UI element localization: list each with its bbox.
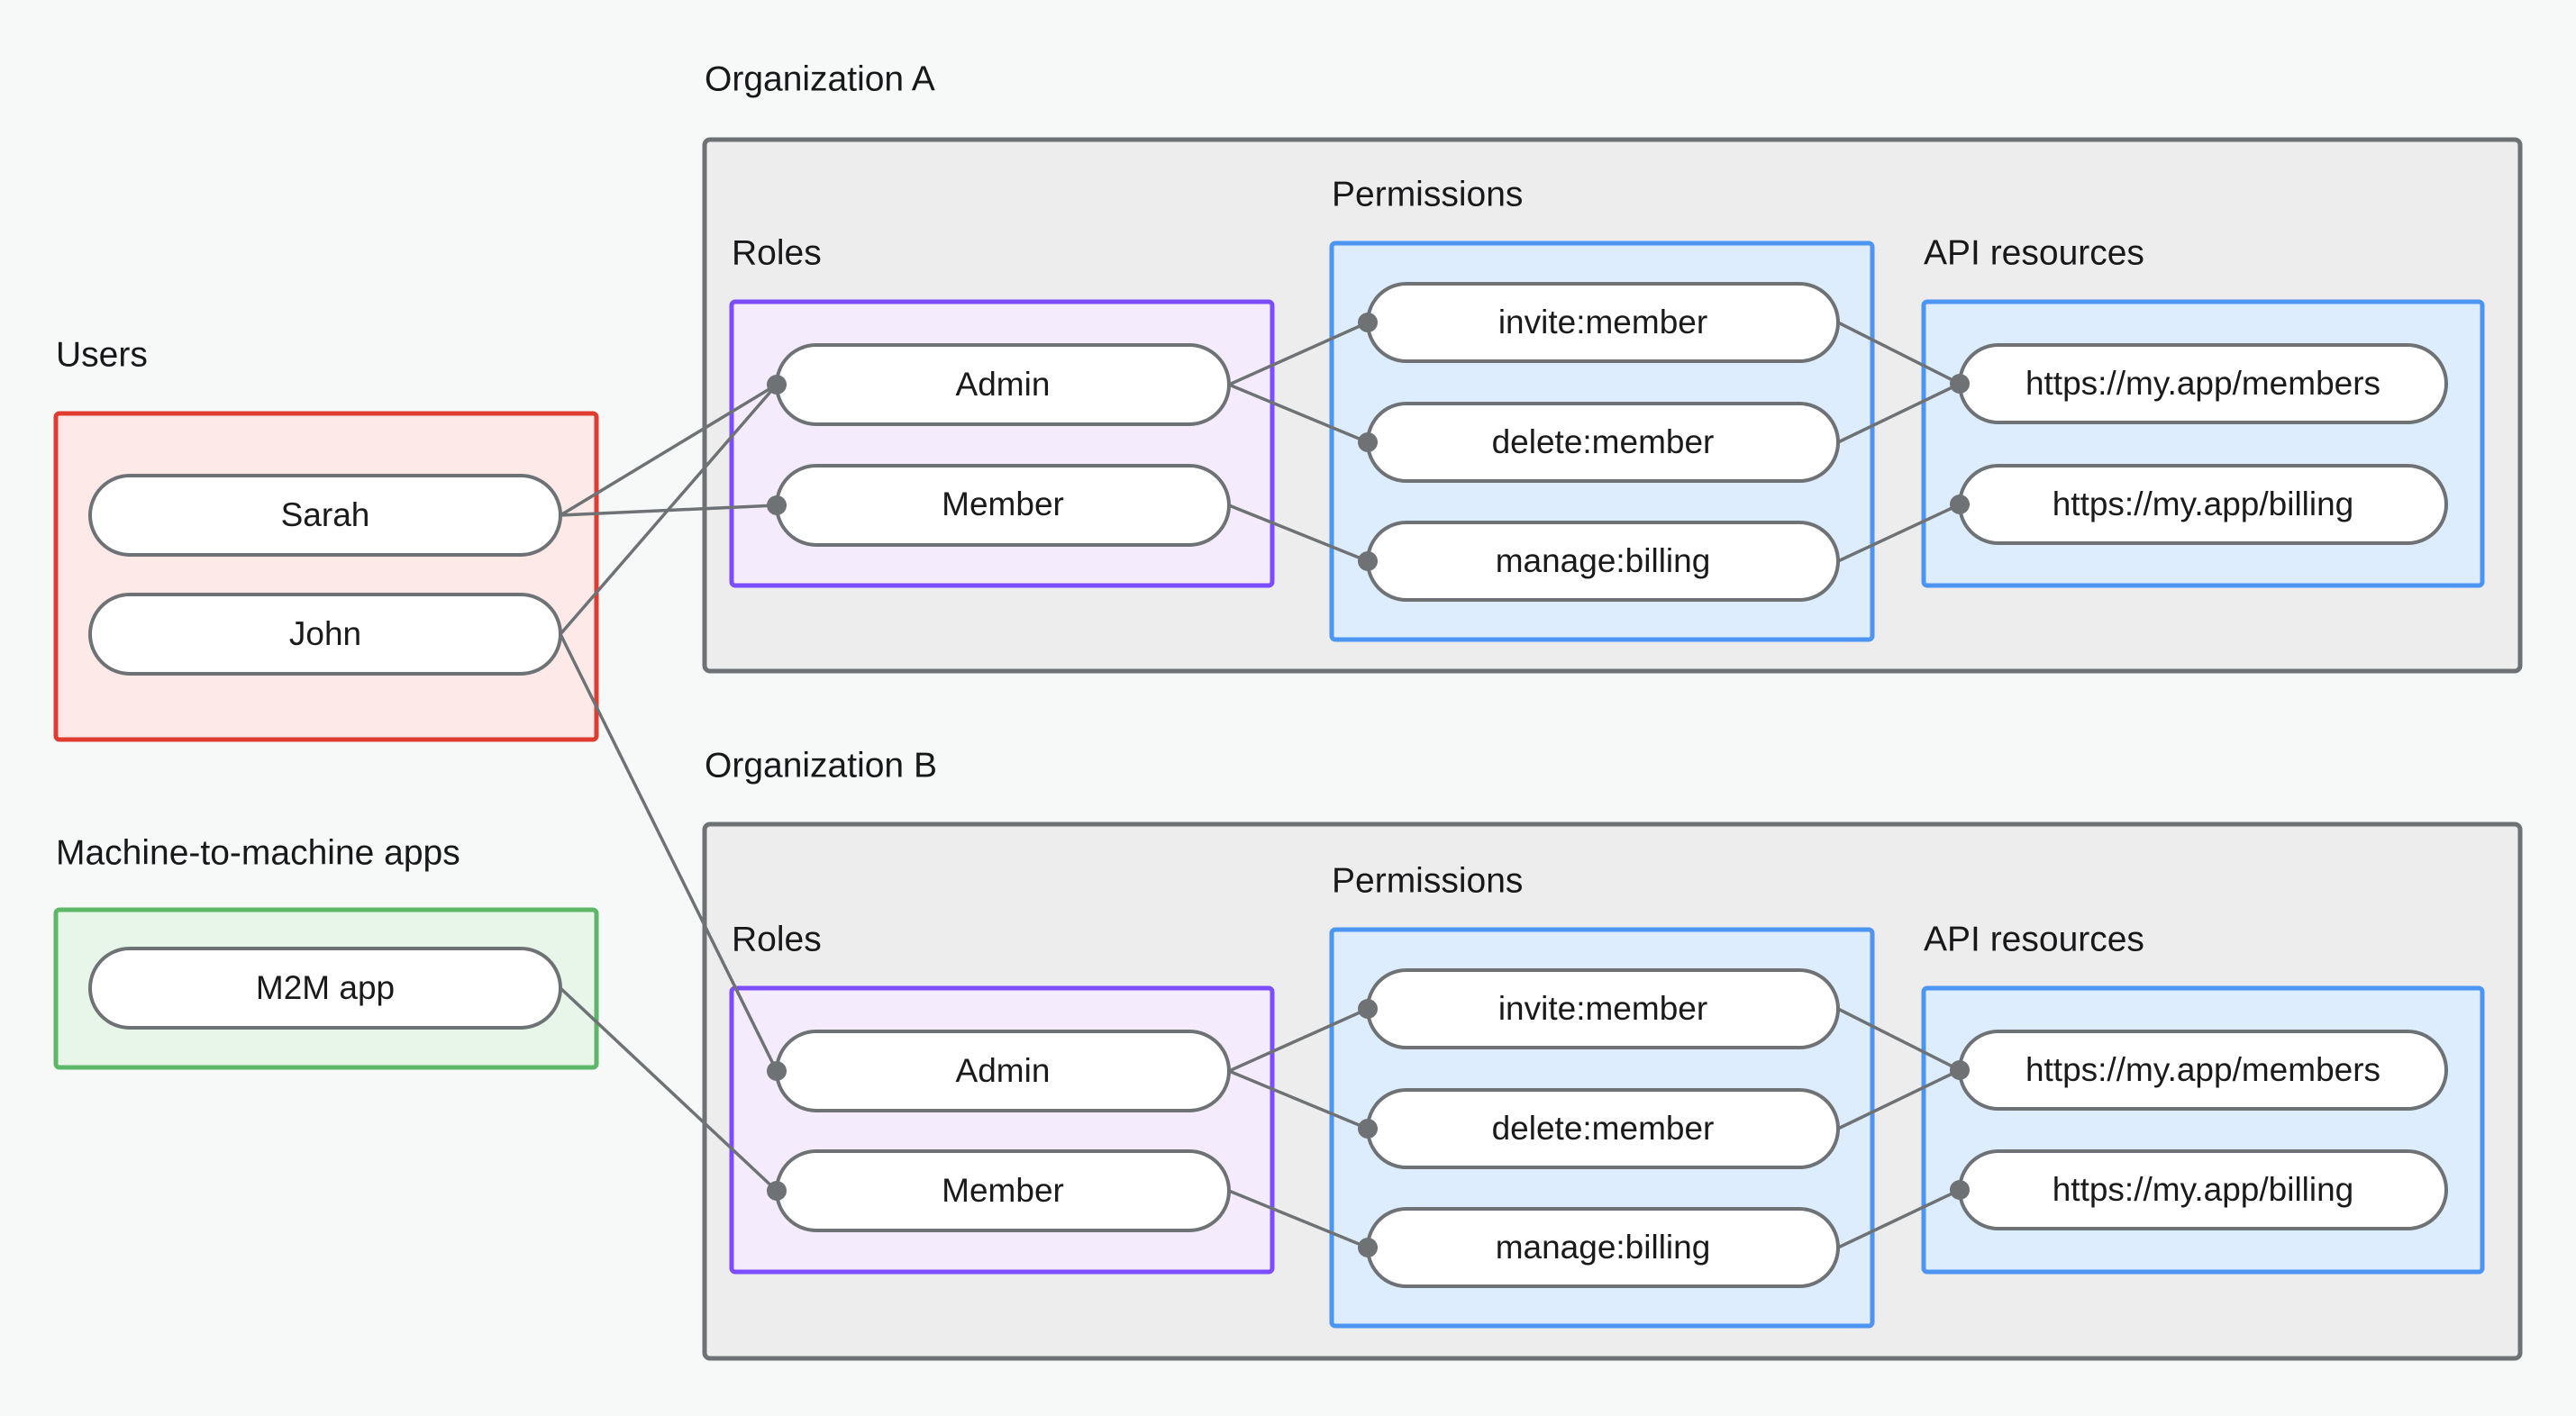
endpoint-org-b-invite bbox=[1358, 999, 1378, 1019]
endpoint-org-b-member bbox=[767, 1181, 787, 1201]
org-a-permissions-title: Permissions bbox=[1332, 175, 1523, 213]
edge-org-a-admin-to-delete bbox=[1228, 383, 1369, 444]
edge-org-a-billing-to-billing bbox=[1837, 503, 1961, 563]
endpoint-org-b-admin bbox=[767, 1061, 787, 1081]
org-b-api-title: API resources bbox=[1924, 920, 2144, 958]
endpoint-org-a-invite bbox=[1358, 313, 1378, 332]
endpoint-org-a-admin bbox=[767, 375, 787, 395]
edge-org-a-invite-to-members bbox=[1837, 321, 1961, 386]
org-a-role-admin-label: Admin bbox=[956, 366, 1051, 403]
edge-org-a-admin-to-invite bbox=[1228, 321, 1369, 386]
edge-org-b-invite-to-members bbox=[1837, 1007, 1961, 1072]
org-b-permission-manage-billing-label: manage:billing bbox=[1496, 1229, 1711, 1266]
users-title: Users bbox=[56, 335, 148, 374]
edge-org-b-admin-to-delete bbox=[1228, 1069, 1369, 1130]
org-a-api-billing-label: https://my.app/billing bbox=[2053, 486, 2354, 522]
org-b-permission-invite-member-label: invite:member bbox=[1498, 990, 1707, 1027]
user-sarah-label: Sarah bbox=[281, 496, 370, 533]
users-box[interactable] bbox=[53, 411, 599, 742]
org-a-permission-delete-member-label: delete:member bbox=[1492, 423, 1715, 460]
org-b-roles-title: Roles bbox=[732, 920, 822, 958]
org-a-permission-manage-billing-label: manage:billing bbox=[1496, 542, 1711, 579]
org-a-api-members-label: https://my.app/members bbox=[2025, 365, 2380, 402]
user-john-label: John bbox=[289, 615, 361, 652]
org-b-permission-delete-member-label: delete:member bbox=[1492, 1110, 1715, 1147]
endpoint-org-b-api-billing bbox=[1950, 1180, 1970, 1200]
endpoint-org-b-api-members bbox=[1950, 1060, 1970, 1080]
edge-john-to-org-b-admin bbox=[559, 633, 778, 1072]
org-b-role-member-label: Member bbox=[942, 1172, 1064, 1209]
edge-org-a-delete-to-members bbox=[1837, 382, 1961, 444]
org-b-permissions-title: Permissions bbox=[1332, 861, 1523, 900]
m2m-app-label: M2M app bbox=[256, 969, 395, 1006]
m2m-title: Machine-to-machine apps bbox=[56, 833, 460, 872]
org-a-api-title: API resources bbox=[1924, 233, 2144, 272]
org-b-api-members-label: https://my.app/members bbox=[2025, 1051, 2380, 1088]
endpoint-org-a-api-members bbox=[1950, 374, 1970, 394]
org-a-role-member-label: Member bbox=[942, 486, 1064, 522]
edge-org-a-member-to-billing bbox=[1228, 504, 1369, 563]
edge-john-to-org-a-admin-line bbox=[559, 383, 778, 636]
endpoint-org-a-member bbox=[767, 495, 787, 515]
edge-org-b-billing-to-billing bbox=[1837, 1188, 1961, 1249]
endpoint-org-b-billing-perm bbox=[1358, 1238, 1378, 1257]
org-b-api-billing-label: https://my.app/billing bbox=[2053, 1171, 2354, 1208]
endpoint-org-a-billing-perm bbox=[1358, 551, 1378, 571]
edge-org-b-admin-to-invite bbox=[1228, 1007, 1369, 1073]
org-a-title: Organization A bbox=[705, 59, 935, 98]
edge-org-b-delete-to-members bbox=[1837, 1068, 1961, 1130]
org-a-roles-title: Roles bbox=[732, 233, 822, 272]
endpoint-org-a-api-billing bbox=[1950, 495, 1970, 514]
endpoint-org-a-delete bbox=[1358, 432, 1378, 452]
org-a-permission-invite-member-label: invite:member bbox=[1498, 304, 1707, 340]
edge-sarah-to-org-a-admin bbox=[560, 383, 778, 517]
org-b-title: Organization B bbox=[705, 746, 937, 785]
endpoint-org-b-delete bbox=[1358, 1119, 1378, 1139]
org-b-role-admin-label: Admin bbox=[956, 1052, 1051, 1089]
edge-org-b-member-to-billing bbox=[1228, 1189, 1369, 1249]
edge-m2m-to-org-b-member bbox=[559, 986, 778, 1193]
